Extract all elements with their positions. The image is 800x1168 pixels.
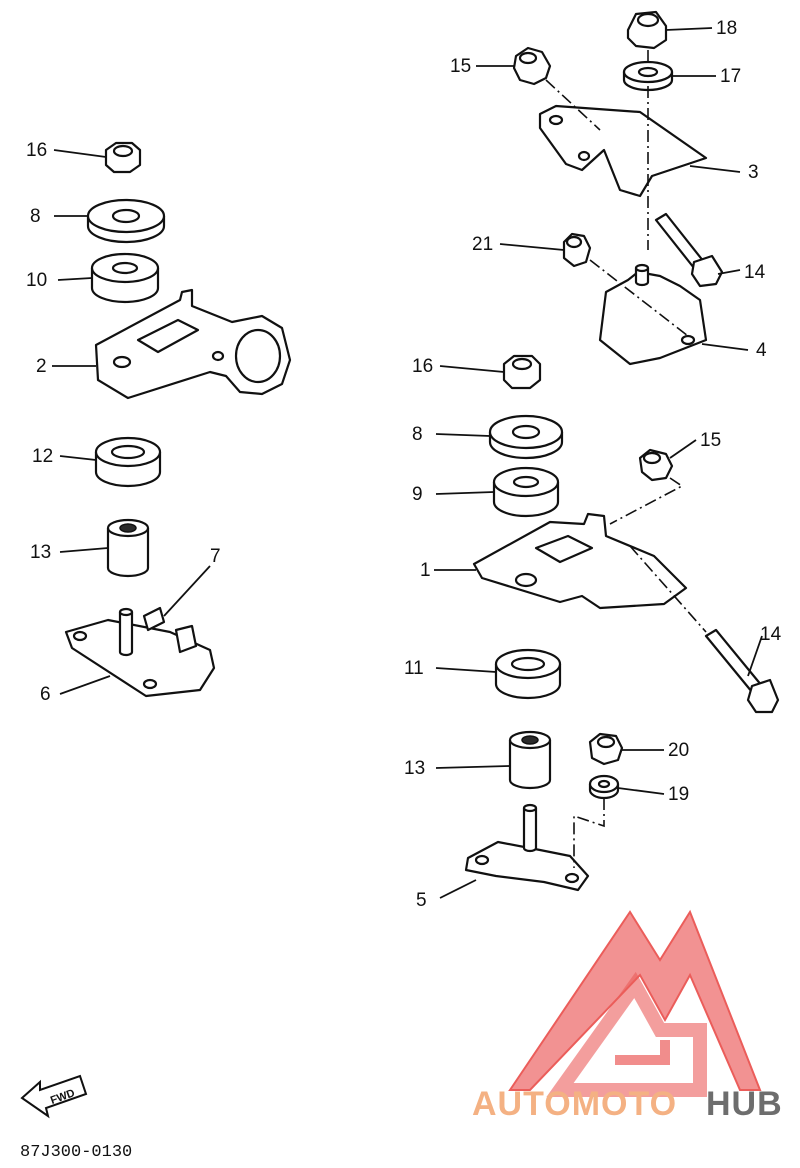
callout-16-right: 16 [412,356,433,377]
callout-4: 4 [756,340,767,361]
part-19-washer [588,774,620,800]
part-7-bracket [142,606,198,654]
part-14-bolt-lower [704,628,780,714]
callout-11: 11 [404,658,424,679]
part-9-damper [492,466,560,518]
callout-21: 21 [472,234,493,255]
part-2-bracket [94,288,292,400]
callout-16-left: 16 [26,140,47,161]
callout-19: 19 [668,784,689,805]
callout-5: 5 [416,890,427,911]
callout-14-lower: 14 [760,624,782,645]
callout-18: 18 [716,18,737,39]
part-15-nut-top [512,46,552,86]
part-17-washer [622,60,674,92]
callout-8-left: 8 [30,206,41,227]
callout-15-mid: 15 [700,430,721,451]
callout-6: 6 [40,684,51,705]
part-16-nut-left [104,141,142,174]
part-13-collar-right [508,730,552,790]
callout-2: 2 [36,356,47,377]
part-10-damper [90,252,160,304]
callout-15-top: 15 [450,56,471,77]
callout-7: 7 [210,546,221,567]
callout-9: 9 [412,484,423,505]
part-8-washer-left [86,198,166,244]
callout-8-right: 8 [412,424,423,445]
watermark-text-automoto: AUTOMOTO [472,1085,677,1123]
fwd-arrow-icon [20,1074,88,1119]
part-16-nut-right [502,354,542,390]
callout-13-left: 13 [30,542,51,563]
part-5-plate [464,803,590,892]
callout-17: 17 [720,66,741,87]
part-8-washer-right [488,414,564,460]
callout-10: 10 [26,270,47,291]
part-21-nut [562,232,592,268]
part-13-collar-left [106,518,150,578]
part-11-grommet [494,648,562,700]
part-4-mount [598,263,708,366]
callout-3: 3 [748,162,759,183]
watermark-text-hub: HUB [706,1085,783,1123]
callout-12: 12 [32,446,53,467]
part-20-nut [588,732,624,766]
callout-13-right: 13 [404,758,425,779]
callout-14-upper: 14 [744,262,766,283]
part-3-bracket [538,104,708,198]
part-12-grommet [94,436,162,488]
part-1-bracket [472,512,688,610]
watermark-logo-icon [508,909,762,1097]
callout-1: 1 [420,560,431,581]
part-18-nut [626,10,668,50]
callout-20: 20 [668,740,689,761]
part-14-bolt-upper [654,212,724,288]
drawing-code: 87J300-0130 [20,1143,132,1162]
part-15-nut-mid [638,448,674,482]
